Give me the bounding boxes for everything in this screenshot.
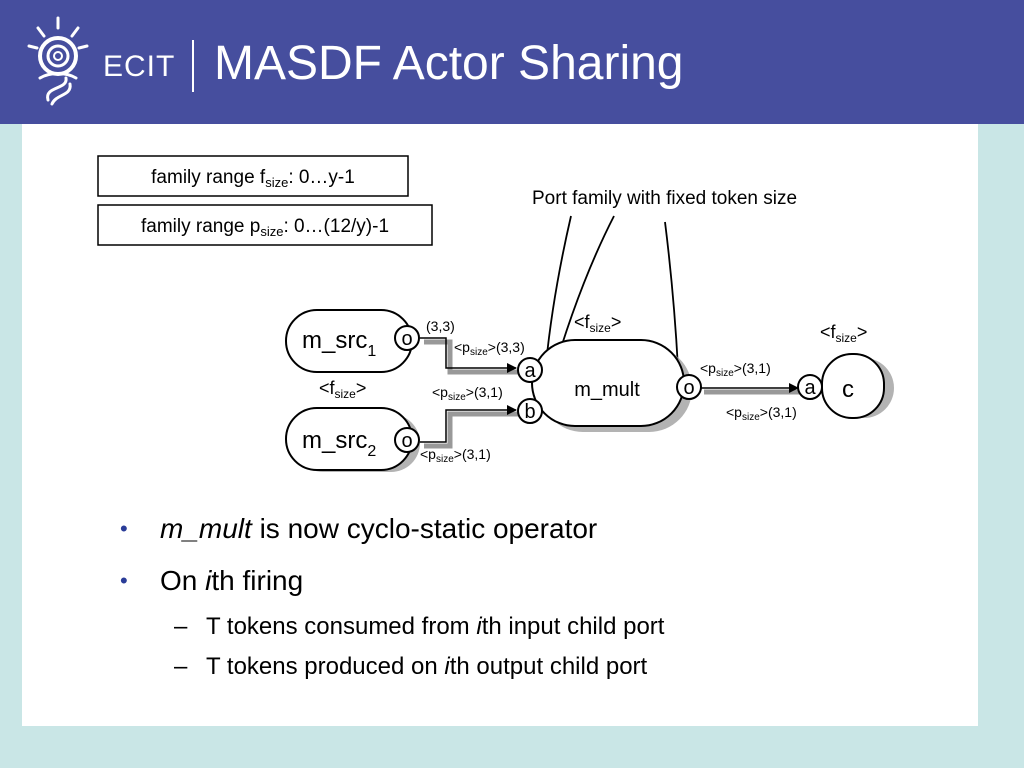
ecit-logo-icon <box>27 16 89 106</box>
m-src2-actor: m_src2 <box>285 407 420 472</box>
edge-src2-to-mult-b <box>420 405 520 449</box>
dash-icon: – <box>174 653 188 680</box>
svg-text:a: a <box>804 377 816 399</box>
src-family-label: <fsize> <box>319 378 366 401</box>
mult-family-label: <fsize> <box>574 312 621 335</box>
svg-text:o: o <box>683 377 694 399</box>
port-c-a: a <box>797 374 823 400</box>
header-bar: ECIT MASDF Actor Sharing <box>0 0 1024 124</box>
c-label: c <box>842 376 854 403</box>
svg-text:o: o <box>401 430 412 452</box>
m-mult-label: m_mult <box>574 379 640 401</box>
svg-text:m_src2: m_src2 <box>302 427 376 460</box>
rate-src2-out: <psize>(3,1) <box>420 446 491 465</box>
slide-title: MASDF Actor Sharing <box>214 37 684 90</box>
port-mult-o: o <box>676 374 702 400</box>
dash-icon: – <box>174 613 188 640</box>
port-family-annotation: Port family with fixed token size <box>532 188 797 209</box>
rate-mult-a-in: <psize>(3,3) <box>454 339 525 358</box>
header-divider <box>192 40 194 92</box>
rate-c-in: <psize>(3,1) <box>726 404 797 423</box>
rate-src1-out: (3,3) <box>426 318 455 334</box>
port-mult-a: a <box>517 357 543 383</box>
svg-text:family range fsize: 0…y-1: family range fsize: 0…y-1 <box>151 167 355 190</box>
port-src1-o: o <box>394 325 420 351</box>
rate-mult-out: <psize>(3,1) <box>700 360 771 379</box>
bullet-dot-icon: • <box>120 516 128 541</box>
rate-mult-b-in: <psize>(3,1) <box>432 384 503 403</box>
svg-text:b: b <box>524 401 535 423</box>
edge-src1-to-mult-a <box>420 337 520 375</box>
c-family-label: <fsize> <box>820 322 867 345</box>
svg-text:m_src1: m_src1 <box>302 327 376 360</box>
svg-text:a: a <box>524 360 536 382</box>
svg-text:family range psize: 0…(12/y)-1: family range psize: 0…(12/y)-1 <box>141 216 389 239</box>
logo-text: ECIT <box>103 50 176 83</box>
port-src2-o: o <box>394 427 420 453</box>
m-mult-actor: m_mult <box>531 339 692 432</box>
range-box-fsize: family range fsize: 0…y-1 <box>97 155 409 197</box>
bullet-dot-icon: • <box>120 568 128 593</box>
m-src1-actor: m_src1 <box>285 309 413 373</box>
port-mult-b: b <box>517 398 543 424</box>
edge-mult-to-c <box>700 383 802 395</box>
slide-content: family range fsize: 0…y-1 family range p… <box>22 124 978 726</box>
masdf-diagram: family range fsize: 0…y-1 family range p… <box>97 155 894 472</box>
range-box-psize: family range psize: 0…(12/y)-1 <box>97 204 433 246</box>
svg-text:o: o <box>401 328 412 350</box>
c-actor: c <box>821 353 894 419</box>
